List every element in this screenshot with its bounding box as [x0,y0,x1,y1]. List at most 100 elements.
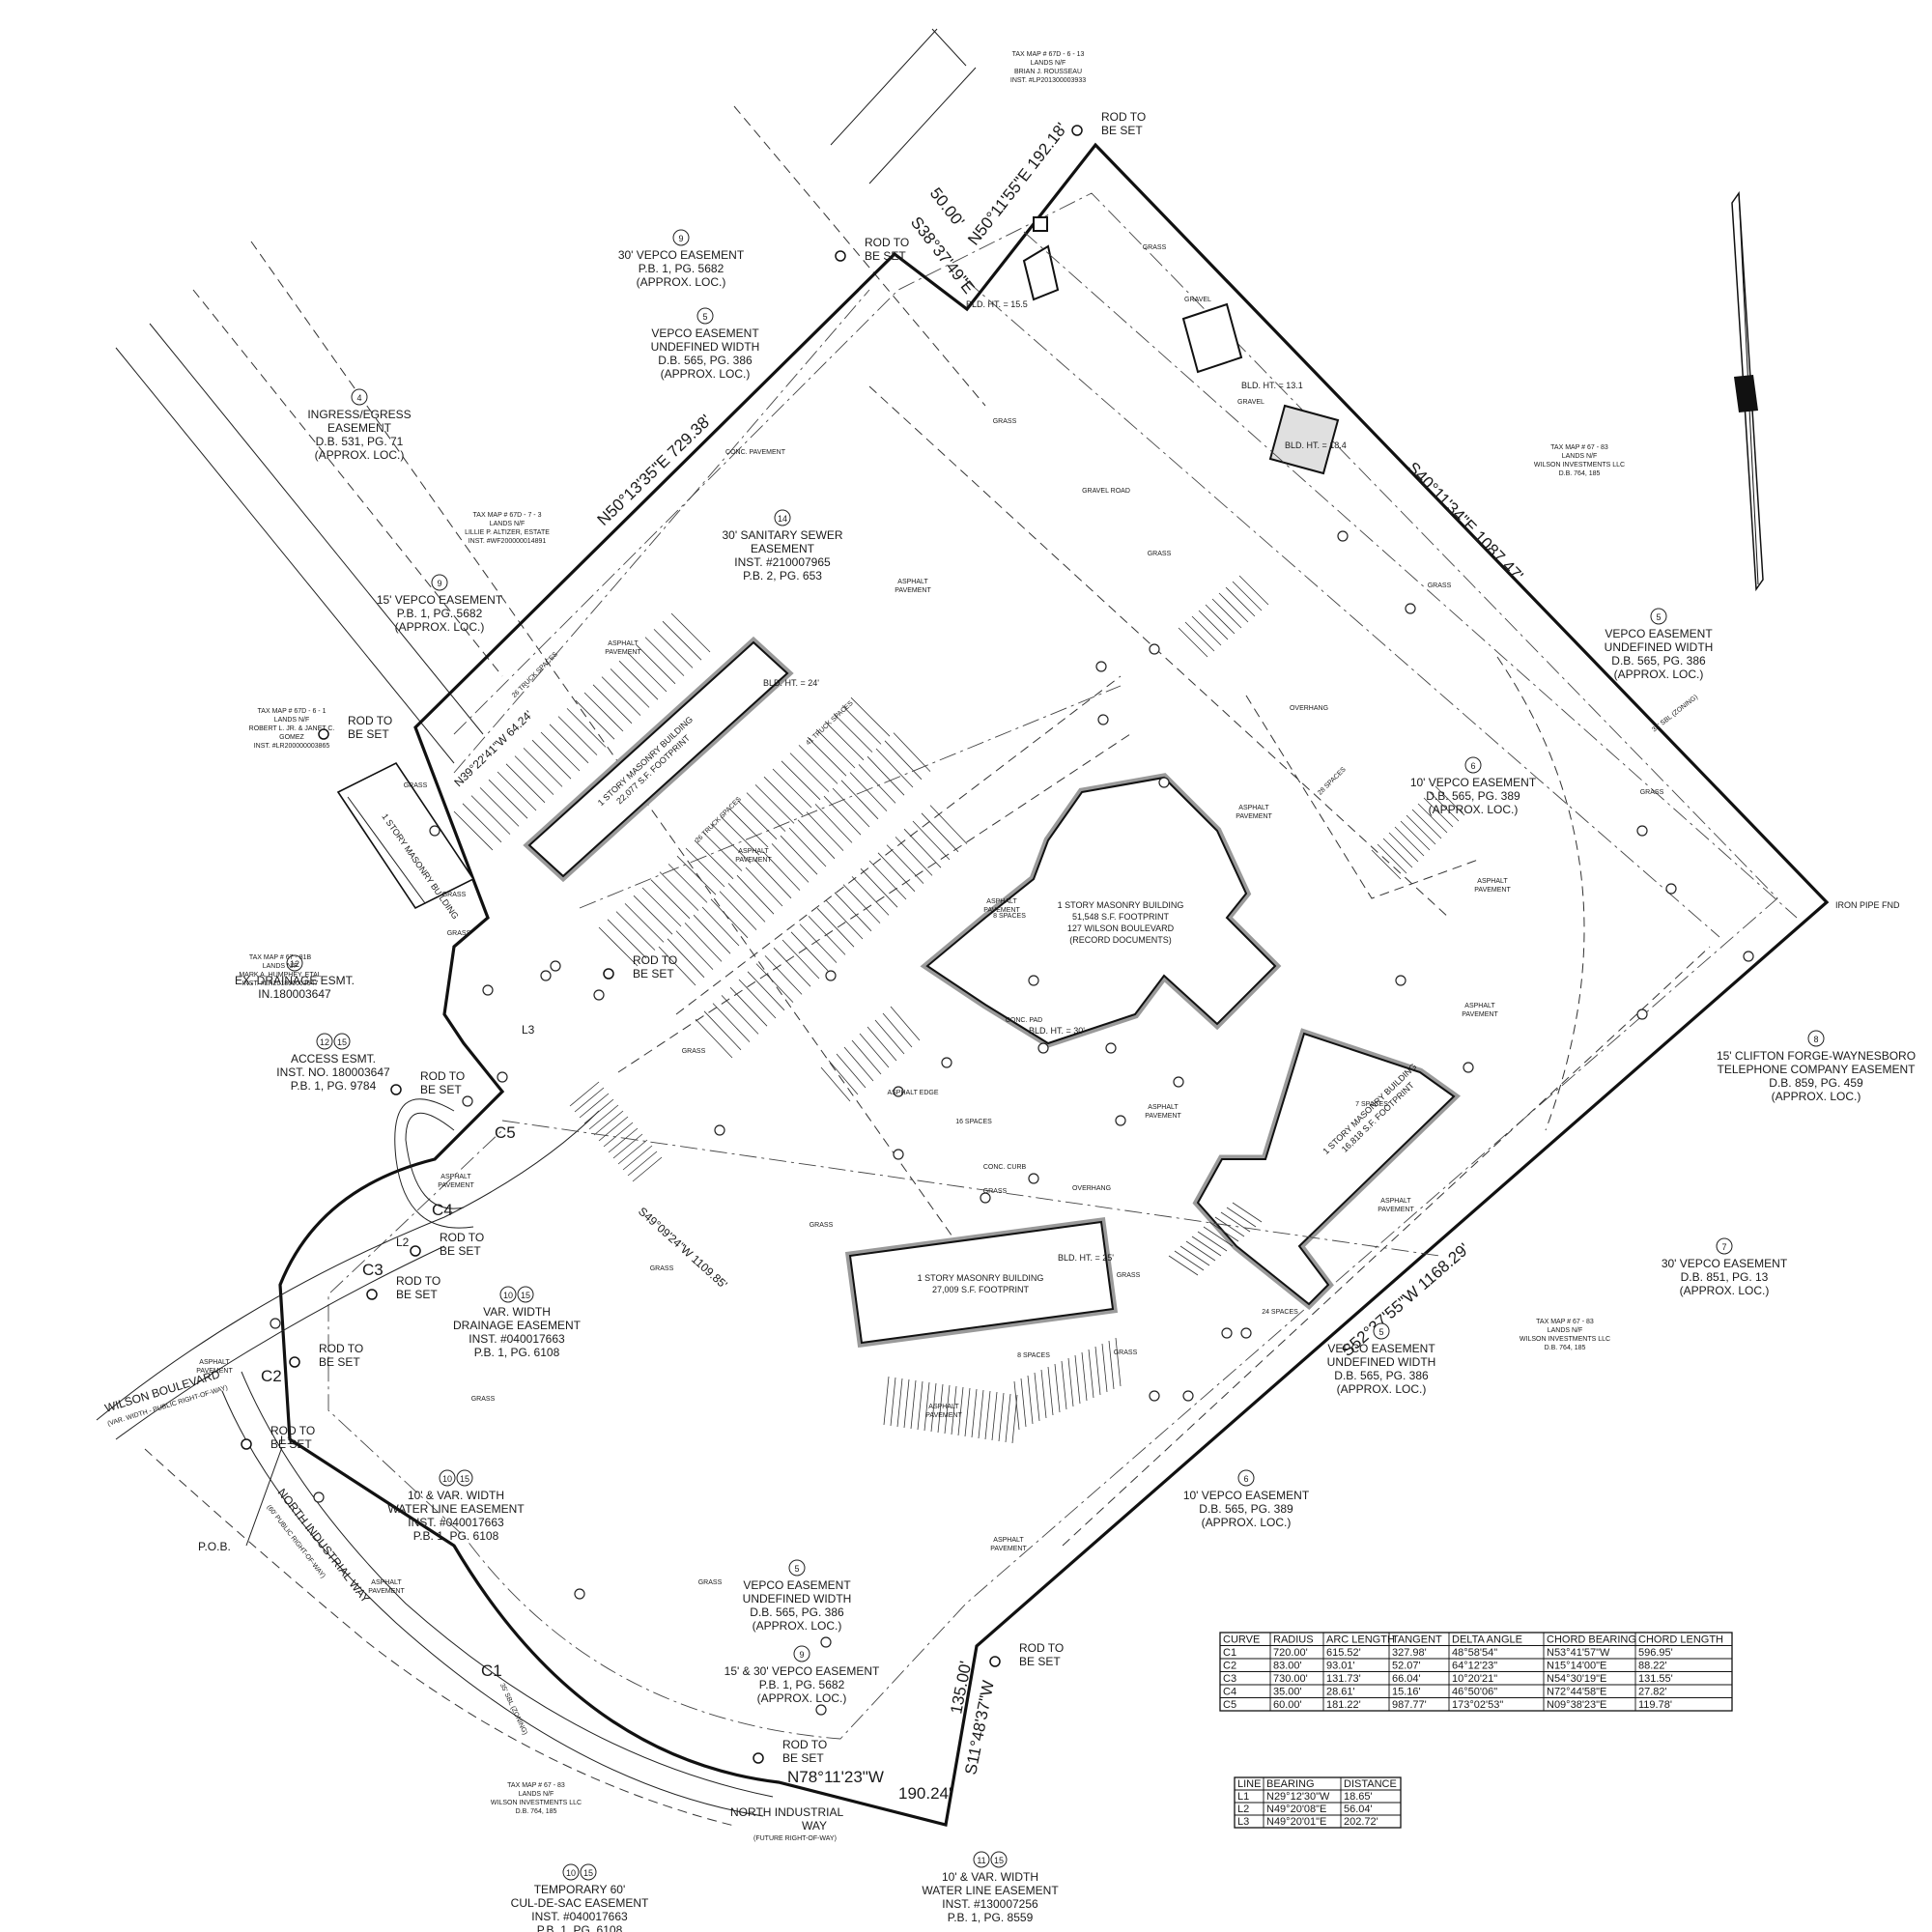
asphalt-label: ASPHALT [1464,1003,1495,1009]
spaces-label: 8 SPACES [1017,1352,1050,1359]
parking-stripe [807,736,847,777]
parking-stripe [488,779,528,819]
utility-point-marker [825,970,837,981]
parking-stripe [890,1377,896,1427]
pavement-label: PAVEMENT [1378,1207,1414,1213]
parking-stripe [746,792,786,832]
easement-number-circle [351,388,368,406]
parking-stripe [1220,1211,1251,1233]
setback-label: 35' SBL (ZONING) [1651,694,1699,733]
curve-mark-c2: C2 [261,1367,282,1385]
parking-stripe [951,1385,957,1435]
utility-point-marker [714,1124,725,1136]
north-industrial-future-label-2: WAY [802,1819,827,1833]
adjoiner-line: LANDS N/F [519,1791,554,1798]
parking-stripe [622,1145,653,1171]
building-5 [336,761,475,910]
bearing-south-dist: 190.24' [898,1784,952,1803]
adjoiner-line: TAX MAP # 67 - 83 [507,1782,565,1789]
table-cell: C5 [1223,1699,1236,1711]
parking-stripe [644,637,685,676]
utility-point-marker [1095,661,1107,672]
parking-stripe [1027,1375,1034,1425]
parking-stripe [632,1156,663,1182]
rod-label: BE SET [396,1288,438,1301]
easement-label-line: (APPROX. LOC.) [1680,1284,1770,1297]
parking-stripe [601,676,641,716]
parking-stripe [1435,785,1465,816]
easement-label-line: P.B. 1, PG. 6108 [474,1346,560,1359]
parking-stripe [470,795,511,835]
north-industrial-future-sub: (FUTURE RIGHT-OF-WAY) [753,1835,837,1842]
spaces-label: 16 SPACES [955,1119,992,1125]
asphalt-label: ASPHALT [993,1537,1024,1544]
pavement-label: PAVEMENT [735,857,772,864]
easement-label-line: P.B. 2, PG. 653 [743,569,822,582]
asphalt-label: ASPHALT [1238,805,1269,811]
line-mark-l3: L3 [522,1023,535,1037]
parking-stripe [820,1066,851,1102]
rod-marker [289,1356,300,1368]
parking-stripe [603,1122,634,1148]
parking-stripe [592,684,633,724]
easement-label-line: VEPCO EASEMENT [1327,1342,1435,1355]
conc-curb-label: CONC. CURB [983,1164,1027,1171]
parking-stripe [588,1104,619,1130]
parking-stripe [1400,820,1431,851]
parking-stripe [808,916,846,955]
easement-label-line: (APPROX. LOC.) [1772,1090,1861,1103]
spaces-label: 8 SPACES [993,913,1026,920]
easement-label-line: 15' & 30' VEPCO EASEMENT [724,1664,880,1678]
easement-label-line: EASEMENT [751,542,815,555]
table-cell: 720.00' [1273,1647,1308,1659]
parking-stripe [877,852,916,893]
adjoiner-line: TAX MAP # 67 - 83 [1536,1319,1594,1325]
parking-stripe [798,745,838,784]
easement-label-line: INST. #040017663 [469,1332,565,1346]
easement-label-line: 30' SANITARY SEWER [723,528,843,542]
rod-label: ROD TO [319,1342,363,1355]
rod-label: ROD TO [348,714,392,727]
parking-stripe [636,644,676,685]
parking-stripe [917,1380,923,1431]
utility-lines [453,231,1798,1547]
table-cell: 88.22' [1638,1661,1667,1672]
parking-stripe [650,879,691,920]
parking-stripe [721,995,759,1035]
easement-label-line: D.B. 565, PG. 386 [1611,654,1706,668]
easement-number-circle [696,307,714,325]
parking-stripe [729,986,768,1027]
easement-label-line: D.B. 851, PG. 13 [1681,1270,1769,1284]
parking-stripe [868,860,907,900]
table-cell: C3 [1223,1673,1236,1685]
parking-stripe [910,1379,917,1430]
easement-number: 6 [1243,1474,1248,1484]
table-cell: 987.77' [1392,1699,1427,1711]
easement-number: 7 [1721,1242,1726,1252]
bearing-east-line: S40°11'34"E 1087.47' [1404,459,1526,585]
parking-stripe [912,820,951,861]
parking-stripe [1174,1250,1205,1271]
rod-label: ROD TO [782,1738,827,1751]
north-industrial-future-label: NORTH INDUSTRIAL [730,1805,843,1819]
easement-label-line: (APPROX. LOC.) [637,275,726,289]
parking-stripe [1423,797,1454,828]
parking-stripe [1168,1255,1199,1276]
rod-label: ROD TO [440,1231,484,1244]
parking-stripe [964,1387,971,1437]
parking-stripe [814,804,853,843]
asphalt-label: ASPHALT [1380,1198,1411,1205]
iron-pipe-label: IRON PIPE FND [1835,900,1900,910]
parking-stripe [728,808,769,848]
curve-mark-c5: C5 [495,1123,516,1142]
parking-stripe [753,859,792,899]
parking-stripe [816,907,855,948]
easement-label-line: (APPROX. LOC.) [315,448,405,462]
parking-stripe [754,784,795,824]
utility-point-marker [313,1492,325,1503]
parking-stripe [882,1012,913,1048]
grass-label: GRASS [1428,582,1452,589]
utility-point-marker [820,1636,832,1648]
rod-marker [318,728,329,740]
